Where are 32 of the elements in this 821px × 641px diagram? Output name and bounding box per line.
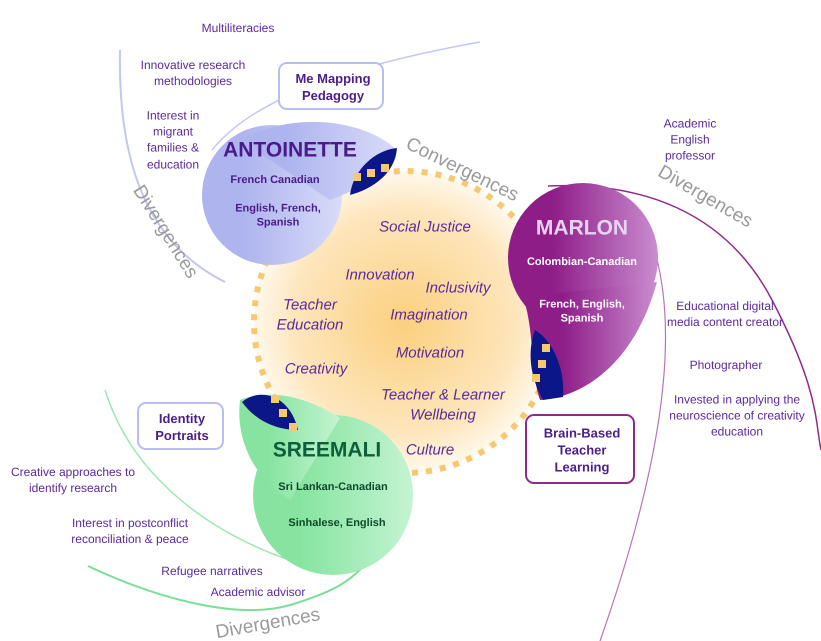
identity-text: French, English, Spanish [538,298,626,326]
box-text: Me Mapping Pedagogy [294,71,372,105]
interest-text: Innovative research methodologies [140,56,246,90]
identity-text: French Canadian [229,172,321,188]
interest-text: Academic advisor [210,584,306,600]
convergence-theme: Creativity [284,359,349,379]
convergence-theme: Inclusivity [424,278,492,298]
identity-text: Sinhalese, English [287,516,387,530]
box-text: Identity Portraits [154,411,210,445]
convergence-theme: Teacher Education [276,296,344,334]
interest-text: Invested in applying the neuroscience of creativity education [668,392,806,440]
identity-text: Sri Lankan-Canadian [277,480,389,494]
interest-text: Interest in postconflict reconciliation & peace [70,514,190,548]
person-name: MARLON [534,215,630,242]
convergence-theme: Culture [404,440,456,460]
convergence-theme: Teacher & Learner Wellbeing [380,386,506,424]
box-text: Brain-Based Teacher Learning [542,426,622,476]
convergence-theme: Motivation [394,343,466,363]
interest-text: Academic English professor [662,116,718,164]
convergence-theme: Innovation [344,265,416,285]
convergence-theme: Imagination [389,305,469,325]
interest-text: Creative approaches to identify research [10,464,136,496]
interest-text: Multiliteracies [200,20,276,36]
interest-text: Interest in migrant families & education [146,108,200,172]
identity-text: English, French, Spanish [234,202,322,230]
interest-text: Refugee narratives [160,562,264,580]
interest-text: Educational digital media content creator [666,298,784,330]
interest-text: Photographer [688,356,764,374]
section-heading: Divergences [213,603,323,641]
convergence-theme: Social Justice [378,217,472,237]
identity-text: Colombian-Canadian [526,254,638,270]
person-name: ANTOINETTE [222,137,358,164]
